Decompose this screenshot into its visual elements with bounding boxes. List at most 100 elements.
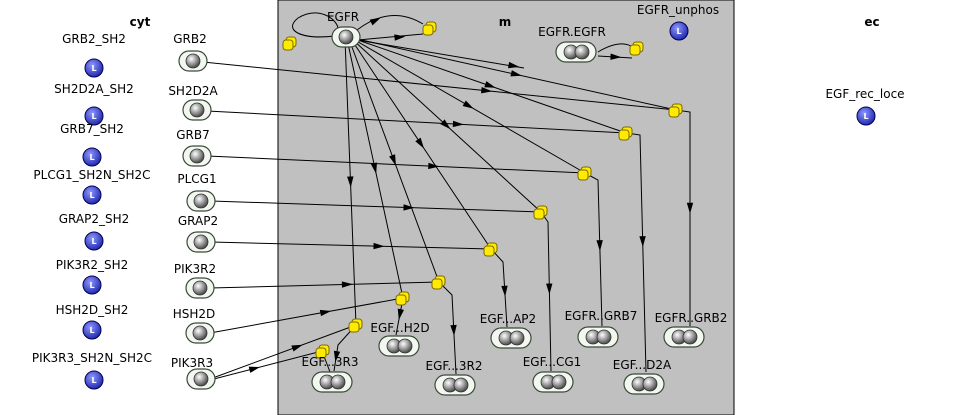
edge-substrate-r-plcg1 (210, 200, 542, 213)
localization-label: PIK3R3_SH2N_SH2C (32, 351, 152, 365)
edge-egfr-dimer-return (357, 33, 424, 41)
reaction-node-r-sh2d2a[interactable] (618, 126, 633, 141)
edge-arrow-product-r-grb2 (686, 202, 694, 214)
reaction-node-egfr-self[interactable] (282, 36, 297, 51)
reaction-node-r-grb7[interactable] (577, 166, 592, 181)
species-node-egfr-d2a[interactable] (623, 373, 665, 395)
species-node-egfr[interactable] (331, 26, 361, 48)
localization-label: PIK3R2_SH2 (56, 258, 129, 272)
edge-arrow-egfr-r-hsh2d (370, 162, 377, 174)
species-node-plcg1[interactable] (186, 190, 216, 212)
species-node-egfr-egfr[interactable] (555, 41, 597, 63)
species-node-egfr-grb7[interactable] (577, 326, 619, 348)
localization-marker-grb2-sh2[interactable]: L (84, 58, 104, 78)
edge-arrow-product-r-grb7 (596, 240, 603, 252)
species-label: GRB2 (173, 32, 207, 46)
species-label: PLCG1 (177, 172, 216, 186)
species-node-egfr-ap2[interactable] (490, 327, 532, 349)
edge-substrate-r-hsh2d (209, 297, 404, 334)
reaction-node-r-pik3r3[interactable] (348, 318, 363, 333)
species-label: EGFR..GRB7 (565, 309, 638, 323)
local-marker-letter: L (89, 281, 94, 290)
edge-substrate-r-pik3r2 (209, 281, 440, 289)
edge-arrow-product-r-pik3r3 (333, 350, 341, 363)
localization-marker-plcg1-sh2n-sh2c[interactable]: L (82, 185, 102, 205)
localization-marker-grap2-sh2[interactable]: L (84, 231, 104, 251)
species-label: PIK3R2 (174, 262, 216, 276)
edge-arrow-r-pik3r3 (291, 344, 303, 352)
species-node-grap2[interactable] (186, 231, 216, 253)
reaction-node-r-pik3r2[interactable] (431, 275, 446, 290)
localization-label: PLCG1_SH2N_SH2C (33, 168, 150, 182)
edge-arrow-egfr-r-grb7 (462, 100, 474, 109)
local-marker-letter: L (89, 153, 94, 162)
edge-arrow-egfr-r-pik3r2 (389, 154, 396, 166)
reaction-node-r-plcg1[interactable] (533, 205, 548, 220)
edge-egfr-to-grb2-path (356, 39, 525, 69)
species-label: EGF...3R3 (302, 355, 359, 369)
edge-arrow-r-pik3r2 (341, 281, 353, 288)
species-node-egfr-cg1[interactable] (532, 371, 574, 393)
species-label: EGF...AP2 (480, 312, 536, 326)
compartment-label-cyt: cyt (130, 15, 151, 29)
edge-arrow-r-grb7 (428, 162, 440, 170)
species-label: EGF...CG1 (523, 355, 582, 369)
localization-marker-egfr-unphos[interactable]: L (669, 21, 689, 41)
species-label: GRB7 (176, 128, 210, 142)
edge-arrow-product-r-pik3r2 (450, 324, 457, 337)
species-label: PIK3R3 (171, 356, 213, 370)
species-node-pik3r3[interactable] (186, 368, 216, 390)
species-node-egfr-3r3[interactable] (311, 371, 353, 393)
localization-marker-pik3r3-sh2n-sh2c[interactable]: L (84, 370, 104, 390)
edge-arrow-r-hsh2d (319, 309, 332, 317)
reaction-node-r-hsh2d[interactable] (395, 291, 410, 306)
edge-arrow-egfr-r-grap2 (415, 137, 425, 149)
edge-substrate-r-sh2d2a (206, 110, 627, 134)
reaction-node-egfr-egfr[interactable] (629, 41, 644, 56)
species-label: GRAP2 (178, 214, 218, 228)
reaction-node-egfr-dimer[interactable] (422, 21, 437, 36)
edge-substrate-r-grb2 (202, 61, 677, 111)
species-node-grb2[interactable] (178, 50, 208, 72)
species-node-grb7[interactable] (182, 145, 212, 167)
edge-arrow-egfr-r-pik3r3 (347, 176, 354, 188)
species-node-pik3r2[interactable] (185, 277, 215, 299)
species-node-egfr-grb2[interactable] (663, 326, 705, 348)
membrane-compartment (277, 0, 735, 415)
species-label: EGF...3R2 (426, 359, 483, 373)
edge-arrow-pik3r3-branch (248, 366, 261, 373)
reaction-node-r-grap2[interactable] (483, 242, 498, 257)
species-node-sh2d2a[interactable] (182, 99, 212, 121)
local-marker-letter: L (863, 112, 868, 121)
local-marker-letter: L (89, 191, 94, 200)
edge-arrow-egfr-dimer-return (394, 34, 406, 41)
edge-arrow-egfr-r-plcg1 (440, 119, 451, 130)
species-label: HSH2D (173, 307, 216, 321)
species-node-egfr-3r2[interactable] (434, 374, 476, 396)
edge-arrow-r-sh2d2a (452, 120, 464, 128)
reaction-node-pik3r3-branch[interactable] (315, 344, 330, 359)
edge-substrate-r-grap2 (210, 241, 492, 250)
species-node-hsh2d[interactable] (185, 322, 215, 344)
edge-arrow-product-r-grap2 (501, 285, 508, 297)
localization-marker-egf-rec-loce[interactable]: L (856, 106, 876, 126)
edge-arrow-product-r-hsh2d (397, 308, 405, 321)
compartment-label-m: m (499, 15, 512, 29)
edge-arrow-egfr-dimer (369, 17, 381, 26)
localization-marker-grb7-sh2[interactable]: L (82, 147, 102, 167)
localization-marker-sh2d2a-sh2[interactable]: L (84, 106, 104, 126)
reaction-node-r-grb2[interactable] (668, 103, 683, 118)
edge-arrow-product-r-plcg1 (546, 283, 553, 295)
species-node-egfr-h2d[interactable] (378, 335, 420, 357)
edge-arrow-r-grb2 (481, 87, 493, 94)
edge-egfr-self-loop (292, 12, 339, 38)
local-marker-letter: L (91, 376, 96, 385)
localization-marker-pik3r2-sh2[interactable]: L (82, 275, 102, 295)
localization-marker-hsh2d-sh2[interactable]: L (82, 320, 102, 340)
species-label: EGFR..GRB2 (655, 311, 728, 325)
edge-arrow-egfr-r-sh2d2a (484, 81, 496, 88)
local-marker-letter: L (89, 326, 94, 335)
edge-arrow-egfr-grb2-path (508, 61, 520, 69)
edge-arrow-egfr-egfr (610, 53, 622, 60)
